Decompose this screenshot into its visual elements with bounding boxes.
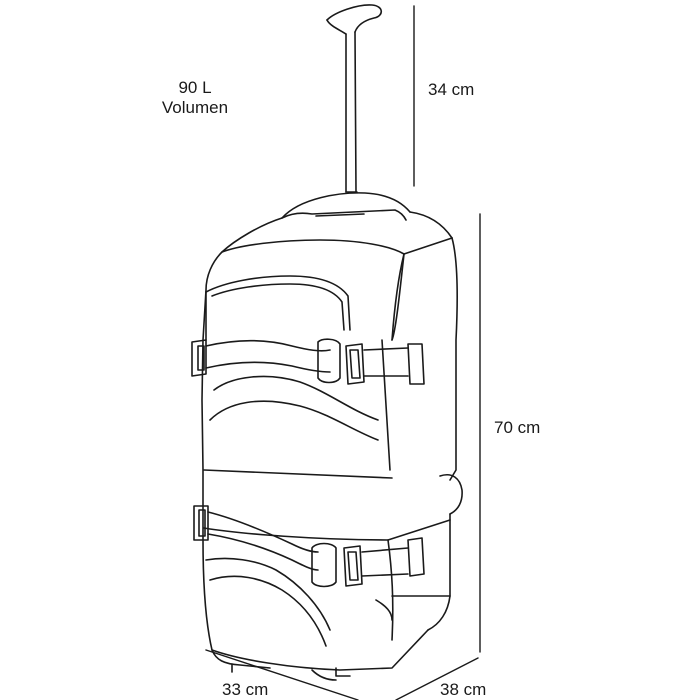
body-height-label: 70 cm (494, 418, 541, 437)
handle-height-label: 34 cm (428, 80, 475, 99)
bag-top (281, 192, 453, 239)
depth-label: 38 cm (440, 680, 487, 699)
volume-label: Volumen (161, 98, 229, 117)
dimension-lines (205, 5, 481, 700)
volume-value: 90 L (178, 78, 212, 97)
width-label: 33 cm (222, 680, 269, 699)
telescopic-handle (326, 4, 383, 193)
depth-dimension-line (395, 657, 479, 700)
volume-spec: 90 L Volumen (150, 78, 240, 118)
upper-compression-strap (191, 338, 425, 385)
width-dimension-line (205, 649, 359, 700)
lower-compression-strap (193, 505, 425, 588)
bag-body (201, 217, 463, 681)
